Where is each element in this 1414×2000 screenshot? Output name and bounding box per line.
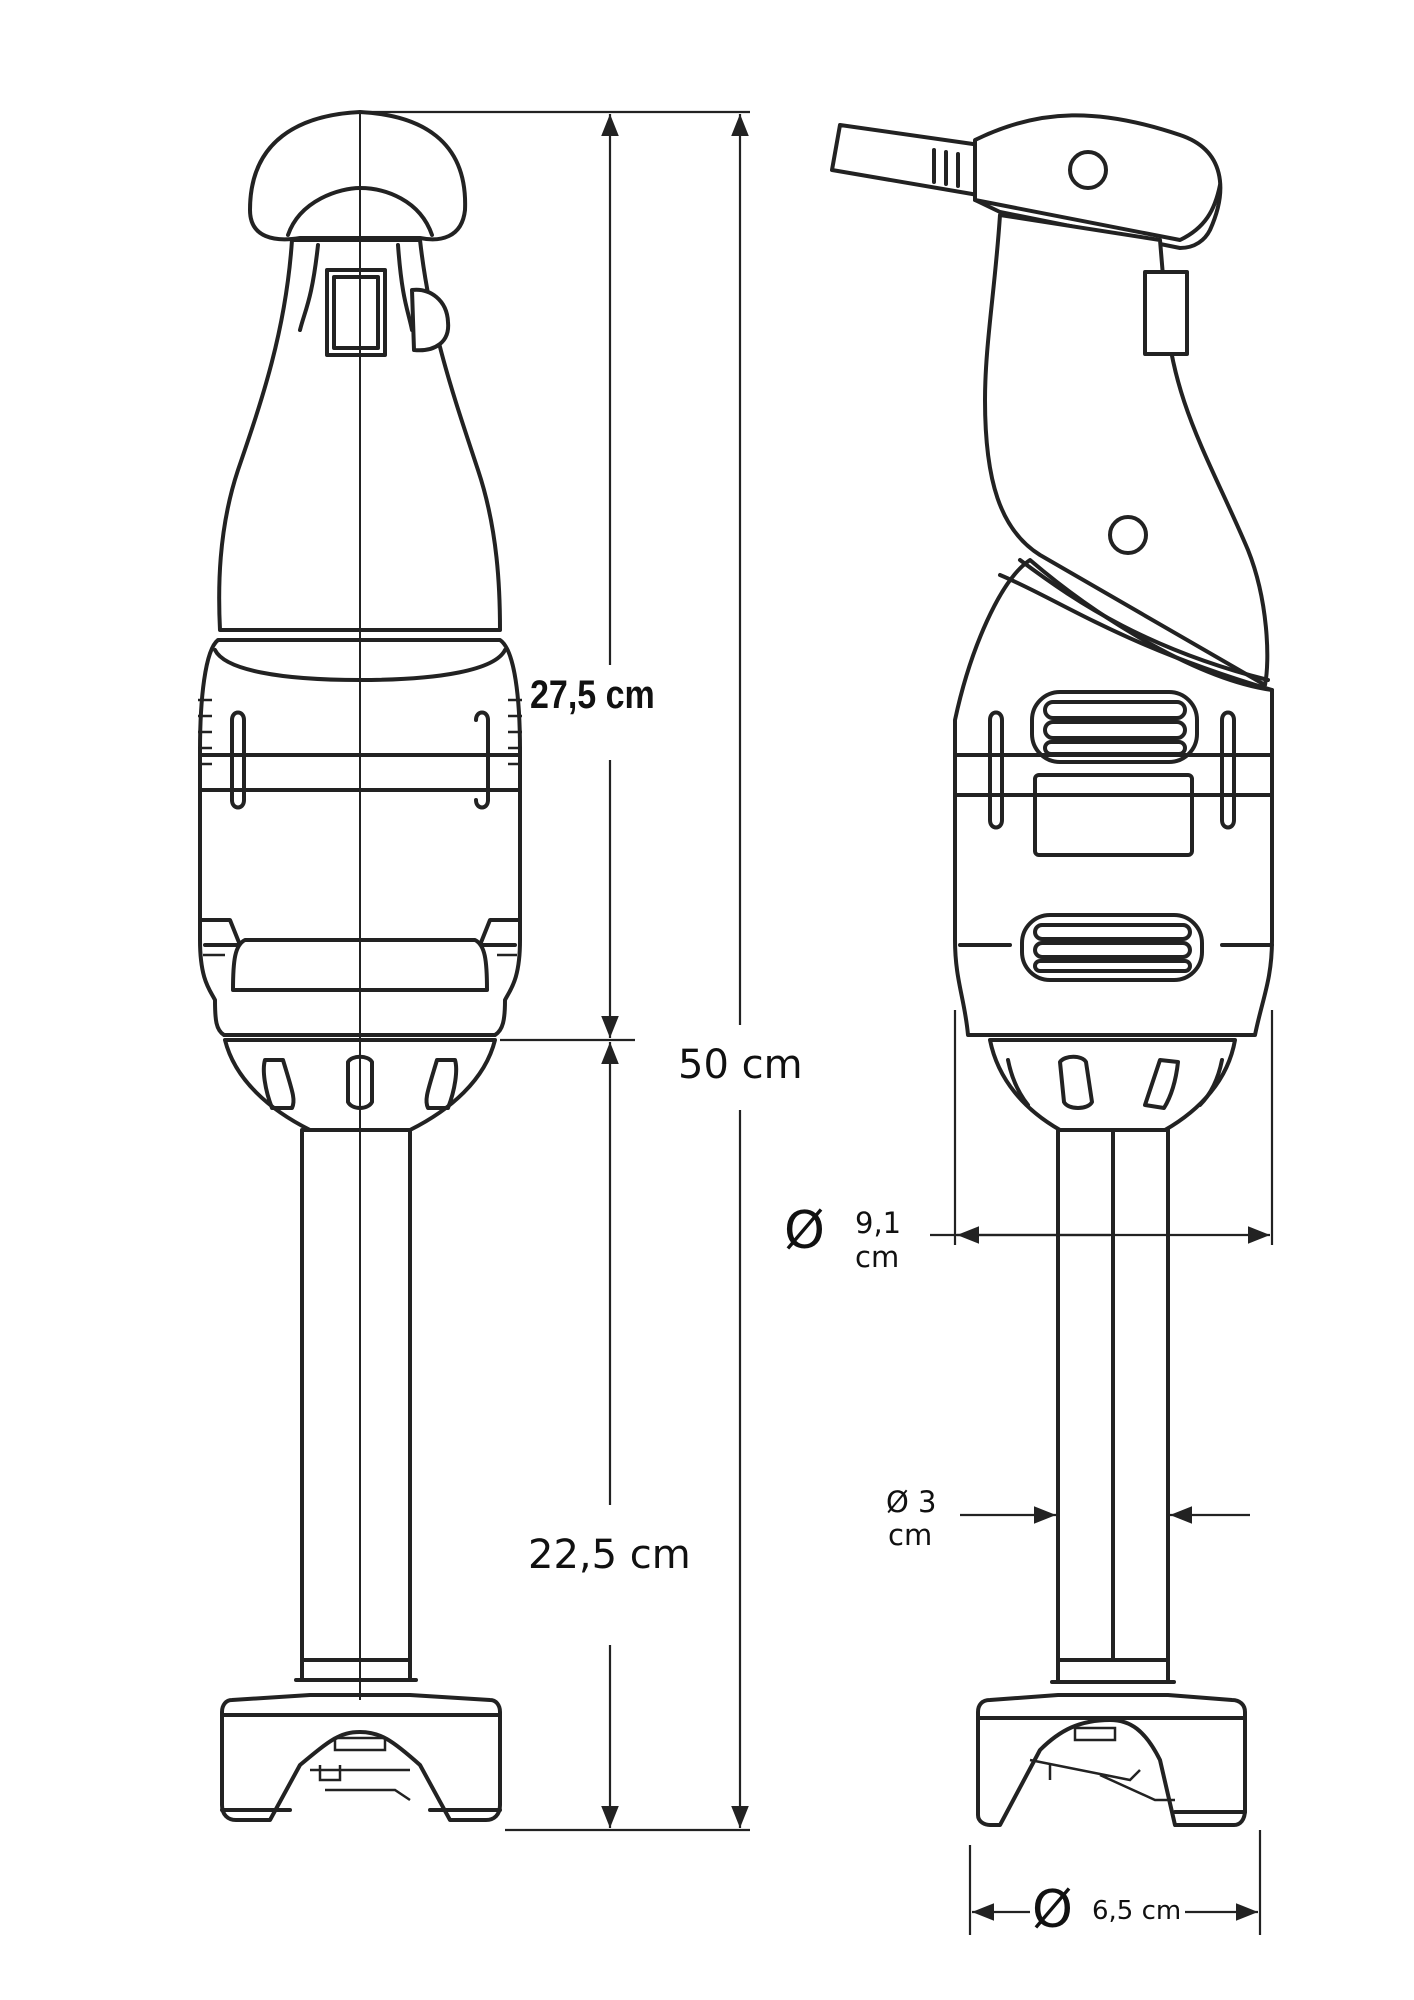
body-diameter-symbol: Ø — [784, 1201, 825, 1261]
front-view — [198, 110, 522, 1822]
label-body-diameter-value: 9,1 — [855, 1206, 902, 1240]
side-lower-vent — [1020, 913, 1204, 982]
front-shaft — [300, 1128, 412, 1682]
label-body-diameter-unit: cm — [855, 1240, 900, 1274]
side-view — [830, 113, 1274, 1827]
side-head — [973, 113, 1223, 250]
side-upper-vent — [1030, 690, 1199, 764]
label-shaft-diameter-unit: cm — [888, 1518, 933, 1552]
side-switch — [1143, 270, 1189, 356]
front-switch — [325, 268, 387, 357]
foot-diameter-symbol: Ø — [1032, 1880, 1073, 1940]
front-foot — [220, 1693, 502, 1822]
side-lower-button — [1108, 515, 1148, 555]
label-total-height: 50 cm — [678, 1042, 803, 1088]
front-top-knob — [248, 110, 468, 242]
label-foot-diameter-value: 6,5 cm — [1092, 1896, 1182, 1926]
front-side-button — [410, 287, 451, 353]
side-bell — [988, 1038, 1237, 1132]
label-shaft-diameter-value: Ø 3 — [886, 1485, 937, 1519]
dimension-lines — [360, 110, 1274, 1935]
side-handle — [983, 213, 1270, 687]
label-body-height: 27,5 cm — [530, 673, 655, 717]
label-shaft-length: 22,5 cm — [528, 1532, 691, 1578]
side-foot — [976, 1693, 1247, 1827]
side-top-button — [1068, 150, 1108, 190]
